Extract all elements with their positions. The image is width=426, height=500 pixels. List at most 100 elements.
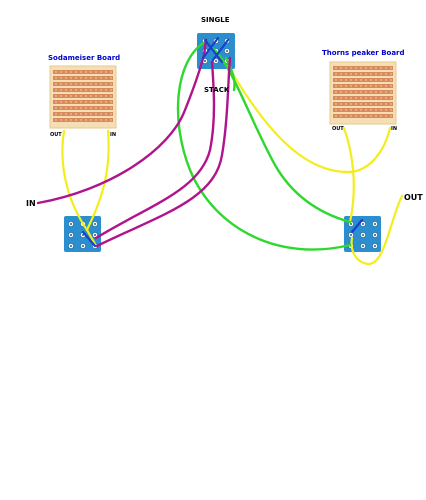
blue-jumper: [211, 38, 230, 62]
board-hole: [360, 73, 362, 75]
copper-strip: [333, 72, 393, 76]
board-hole: [370, 109, 372, 111]
board-hole: [65, 101, 67, 103]
board-hole: [360, 103, 362, 105]
board-hole: [65, 107, 67, 109]
board-hole: [55, 119, 57, 121]
board-hole: [85, 107, 87, 109]
board-hole: [385, 73, 387, 75]
board-hole: [70, 77, 72, 79]
board-hole: [95, 119, 97, 121]
board-hole: [365, 115, 367, 117]
lug-center: [70, 245, 72, 247]
copper-strip: [53, 82, 113, 86]
green-wire: [210, 46, 352, 224]
board-hole: [75, 89, 77, 91]
board-hole: [335, 115, 337, 117]
lug-center: [362, 245, 364, 247]
board-hole: [70, 113, 72, 115]
board-hole: [110, 71, 112, 73]
copper-strip: [333, 96, 393, 100]
thorns-peaker-board: [329, 61, 397, 125]
board-hole: [350, 109, 352, 111]
board-hole: [90, 101, 92, 103]
board-hole: [375, 85, 377, 87]
board-hole: [380, 103, 382, 105]
board-hole: [80, 71, 82, 73]
board-hole: [105, 89, 107, 91]
lug-center: [362, 234, 364, 236]
board-hole: [380, 97, 382, 99]
lug-center: [374, 234, 376, 236]
purple-wire: [94, 60, 216, 240]
purple-wire: [95, 56, 232, 248]
board-hole: [55, 113, 57, 115]
board-hole: [390, 67, 392, 69]
board-hole: [375, 79, 377, 81]
board-hole: [380, 115, 382, 117]
copper-strip: [333, 84, 393, 88]
purple-wires: [36, 38, 232, 248]
board-hole: [390, 91, 392, 93]
board-hole: [105, 71, 107, 73]
board-hole: [65, 71, 67, 73]
lug-center: [374, 223, 376, 225]
board-hole: [95, 89, 97, 91]
board-hole: [90, 71, 92, 73]
board-hole: [60, 101, 62, 103]
board-hole: [75, 107, 77, 109]
board-hole: [55, 83, 57, 85]
lug-center: [82, 245, 84, 247]
board-hole: [85, 71, 87, 73]
lug-center: [204, 60, 206, 62]
board-hole: [85, 77, 87, 79]
board-hole: [85, 119, 87, 121]
board-hole: [385, 67, 387, 69]
board-hole: [105, 113, 107, 115]
board-hole: [375, 73, 377, 75]
board-hole: [380, 109, 382, 111]
board-hole: [55, 95, 57, 97]
board-hole: [370, 103, 372, 105]
board-hole: [70, 89, 72, 91]
copper-strip: [53, 70, 113, 74]
board-hole: [75, 101, 77, 103]
board-hole: [345, 97, 347, 99]
board-hole: [340, 85, 342, 87]
board-hole: [95, 113, 97, 115]
green-wire: [224, 56, 236, 92]
board-hole: [55, 101, 57, 103]
board-hole: [70, 119, 72, 121]
board-hole: [340, 67, 342, 69]
green-wire: [176, 40, 352, 251]
lug-center: [94, 234, 96, 236]
board-hole: [95, 107, 97, 109]
board-hole: [100, 77, 102, 79]
lug-center: [350, 234, 352, 236]
board-hole: [355, 79, 357, 81]
board-hole: [55, 77, 57, 79]
copper-strip: [333, 66, 393, 70]
yellow-wire: [85, 129, 110, 232]
board-hole: [345, 115, 347, 117]
board-hole: [390, 103, 392, 105]
board-hole: [80, 83, 82, 85]
board-hole: [100, 119, 102, 121]
board-hole: [350, 85, 352, 87]
board-hole: [100, 107, 102, 109]
board-hole: [340, 103, 342, 105]
board-hole: [345, 67, 347, 69]
board-hole: [360, 97, 362, 99]
board-hole: [350, 91, 352, 93]
board-hole: [335, 79, 337, 81]
board-hole: [110, 113, 112, 115]
board-hole: [370, 73, 372, 75]
board-hole: [375, 115, 377, 117]
board-hole: [60, 119, 62, 121]
board-hole: [365, 97, 367, 99]
board-hole: [355, 115, 357, 117]
board-hole: [335, 103, 337, 105]
board-hole: [370, 97, 372, 99]
board-hole: [100, 101, 102, 103]
board-hole: [345, 103, 347, 105]
